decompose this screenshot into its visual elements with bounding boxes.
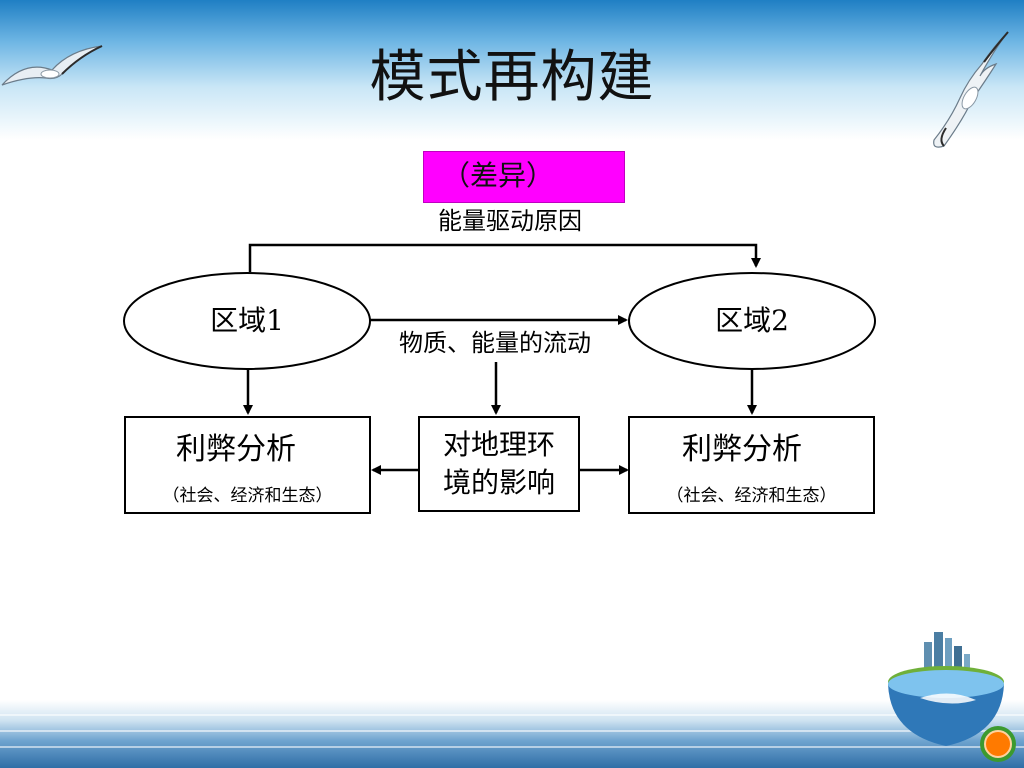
left-box-title: 利弊分析 bbox=[176, 432, 296, 467]
wave-line bbox=[0, 714, 1024, 716]
top-sky-band bbox=[0, 0, 1024, 140]
right-pros-cons-box: 利弊分析 （社会、经济和生态） bbox=[628, 416, 875, 514]
energy-driver-connector bbox=[248, 243, 761, 272]
seagull-icon bbox=[933, 31, 1009, 148]
wave-line bbox=[0, 730, 1024, 732]
slide-title: 模式再构建 bbox=[369, 45, 655, 110]
right-box-subtitle: （社会、经济和生态） bbox=[666, 486, 837, 506]
impact-line1: 对地理环 bbox=[442, 428, 555, 461]
right-box-title: 利弊分析 bbox=[682, 432, 802, 467]
bottom-sea-band bbox=[0, 700, 1024, 768]
difference-label: （差异） bbox=[441, 159, 554, 192]
region1-label: 区域1 bbox=[210, 304, 284, 337]
flow-label: 物质、能量的流动 bbox=[399, 329, 591, 357]
left-box-subtitle: （社会、经济和生态） bbox=[162, 486, 333, 506]
wave-line bbox=[0, 746, 1024, 748]
seagull-icon bbox=[1, 45, 103, 86]
energy-driver-label: 能量驱动原因 bbox=[438, 207, 582, 235]
geo-impact-box: 对地理环 境的影响 bbox=[418, 416, 580, 512]
left-pros-cons-box: 利弊分析 （社会、经济和生态） bbox=[124, 416, 371, 514]
difference-highlight-box bbox=[423, 151, 625, 203]
impact-line2: 境的影响 bbox=[442, 466, 555, 499]
globe-city-icon bbox=[888, 632, 1004, 746]
next-button-icon[interactable] bbox=[978, 724, 1018, 764]
region2-label: 区域2 bbox=[715, 304, 789, 337]
